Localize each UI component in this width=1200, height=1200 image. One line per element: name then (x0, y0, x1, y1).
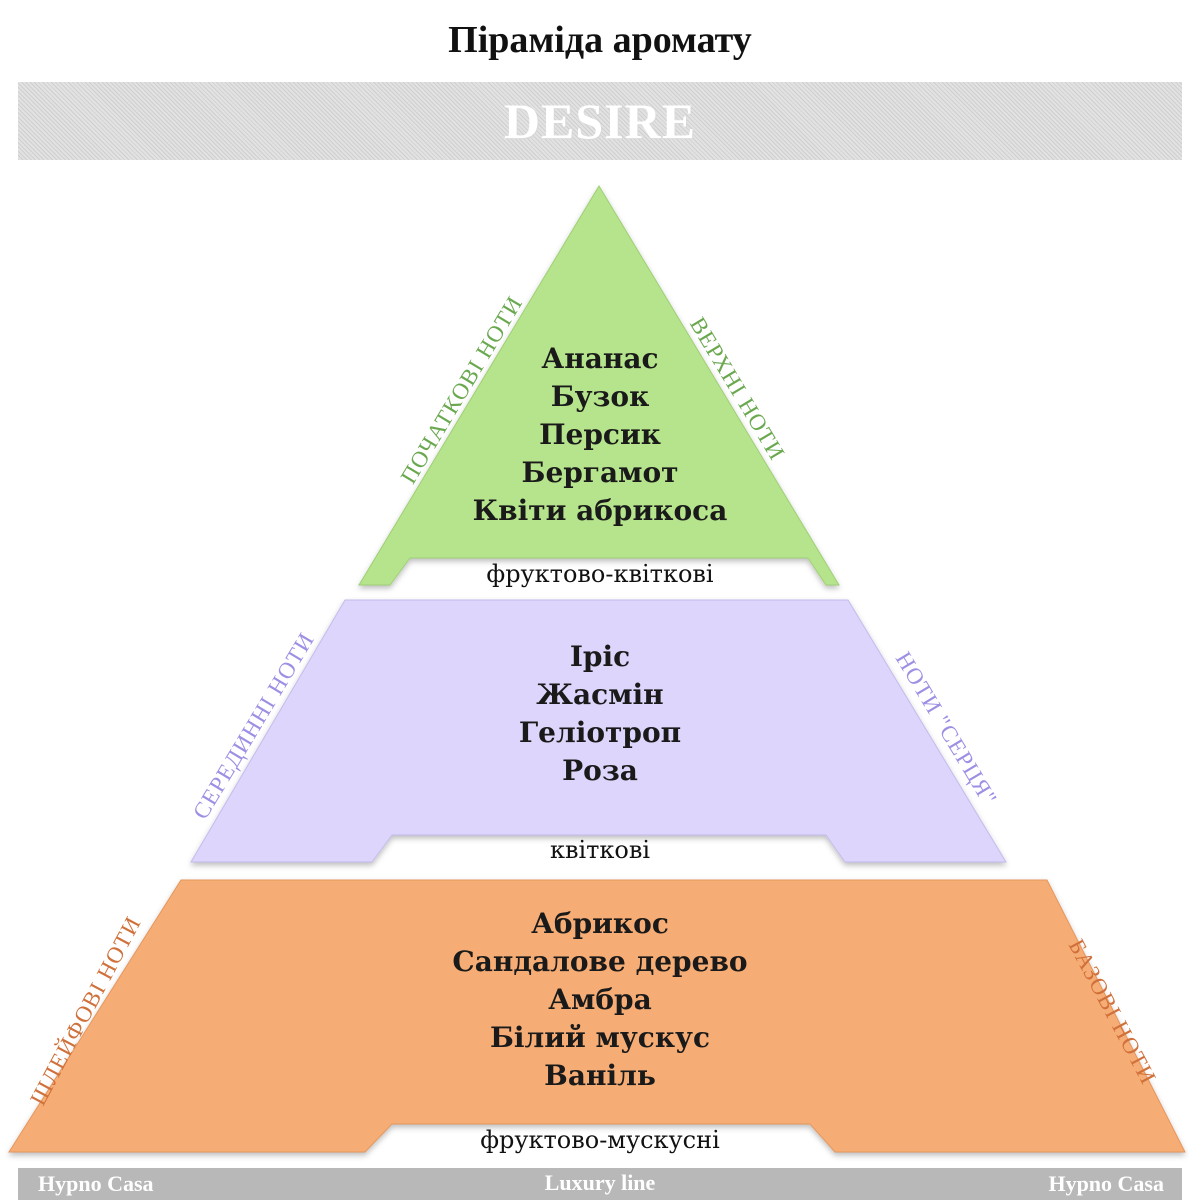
middle-note-item: Геліотроп (518, 716, 682, 749)
footer-brand-left: Hypno Casa (38, 1171, 154, 1196)
page-title: Піраміда аромату (448, 19, 752, 61)
bottom-note-item: Амбра (548, 983, 652, 1016)
top-note-item: Ананас (541, 342, 659, 375)
bottom-notes-list: Абрикос Сандалове дерево Амбра Білий мус… (0, 905, 1200, 1095)
top-note-item: Квіти абрикоса (472, 494, 728, 527)
bottom-note-item: Абрикос (531, 907, 669, 940)
bottom-tier-shape (8, 879, 1186, 1153)
middle-note-item: Жасмін (536, 678, 664, 711)
bottom-tier-caption: фруктово-мускусні (480, 1126, 720, 1154)
bottom-note-item: Сандалове дерево (452, 945, 748, 978)
product-name: DESIRE (503, 93, 697, 149)
middle-tier-shape (190, 599, 1007, 863)
top-note-item: Бузок (550, 380, 650, 413)
middle-note-item: Іріс (569, 640, 631, 673)
middle-tier-caption: квіткові (549, 836, 651, 864)
product-banner: DESIRE (18, 82, 1182, 160)
top-notes-list: Ананас Бузок Персик Бергамот Квіти абрик… (0, 340, 1200, 530)
top-note-item: Персик (539, 418, 661, 451)
top-tier-caption: фруктово-квіткові (486, 560, 714, 588)
middle-notes-list: Іріс Жасмін Геліотроп Роза (0, 638, 1200, 790)
bottom-note-item: Білий мускус (489, 1021, 711, 1054)
middle-note-item: Роза (562, 754, 638, 787)
footer-line-name: Luxury line (544, 1170, 656, 1195)
top-note-item: Бергамот (521, 456, 679, 489)
footer-brand-right: Hypno Casa (1048, 1171, 1164, 1196)
bottom-note-item: Ваніль (544, 1059, 656, 1092)
footer-bar: Hypno Casa Luxury line Hypno Casa (18, 1168, 1182, 1200)
top-tier-shape (358, 185, 840, 586)
